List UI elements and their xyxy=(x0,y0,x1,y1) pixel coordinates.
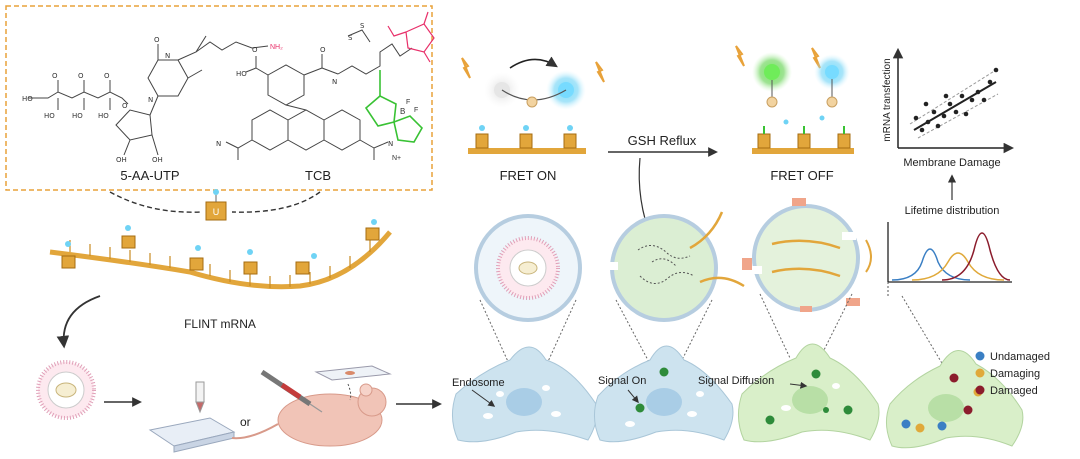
lifetime-distribution-plot xyxy=(887,222,1012,296)
legend-label-damaging: Damaging xyxy=(990,368,1040,380)
tcb-molecule xyxy=(225,29,413,160)
nh2-label: NH₂ xyxy=(270,44,283,51)
svg-text:N: N xyxy=(216,140,221,148)
endosome-circle-3 xyxy=(742,198,872,312)
endosome-circle-1 xyxy=(474,214,582,322)
signal-on-pointer xyxy=(627,389,639,404)
svg-text:N: N xyxy=(388,140,393,148)
mrna-bases xyxy=(69,240,371,288)
fret-off-label: FRET OFF xyxy=(770,168,833,183)
legend: Undamaged Damaging Damaged xyxy=(975,351,1050,397)
legend-marker-damaging xyxy=(975,368,985,378)
signal-on-label: Signal On xyxy=(598,375,646,387)
svg-text:O: O xyxy=(122,102,128,110)
legend-marker-undamaged xyxy=(975,351,985,361)
mrna-strand xyxy=(49,230,392,290)
svg-text:OH: OH xyxy=(116,156,127,164)
tissue-sample xyxy=(345,371,355,375)
tcb-label: TCB xyxy=(305,168,331,183)
n-plus-label: N+ xyxy=(392,155,401,162)
svg-text:O: O xyxy=(104,72,110,80)
svg-text:O: O xyxy=(320,46,326,54)
svg-text:O: O xyxy=(154,36,160,44)
endosome-pointer xyxy=(471,389,496,407)
svg-text:O: O xyxy=(252,46,258,54)
tube xyxy=(195,381,205,414)
svg-text:HO: HO xyxy=(98,112,109,120)
legend-marker-damaged xyxy=(975,385,985,395)
arrow-to-lnp xyxy=(56,295,101,349)
svg-text:HO: HO xyxy=(72,112,83,120)
svg-text:HO: HO xyxy=(22,95,33,103)
cell-3 xyxy=(738,343,880,443)
syringe xyxy=(260,369,323,413)
svg-text:O: O xyxy=(78,72,84,80)
bodipy-dye xyxy=(364,70,423,143)
cell-2 xyxy=(594,345,734,443)
fluoro-label-2: F xyxy=(414,107,418,114)
svg-text:N: N xyxy=(148,96,153,104)
lifetime-label: Lifetime distribution xyxy=(905,205,1000,217)
dashed-connector-left xyxy=(109,191,201,213)
mouse xyxy=(231,383,387,447)
svg-text:N: N xyxy=(332,78,337,86)
fret-off-panel xyxy=(735,45,854,154)
svg-text:N: N xyxy=(165,52,170,60)
dashed-connector-right xyxy=(231,191,321,213)
molecule-box xyxy=(5,5,433,191)
utp-label: 5-AA-UTP xyxy=(120,168,179,183)
fret-on-label: FRET ON xyxy=(500,168,557,183)
zoom-lines xyxy=(479,293,947,371)
svg-text:S: S xyxy=(360,22,365,30)
well-plate xyxy=(148,417,236,453)
cell-1 xyxy=(452,346,598,443)
svg-text:OH: OH xyxy=(152,156,163,164)
signal-diffusion-label: Signal Diffusion xyxy=(698,375,774,387)
fluoro-label-1: F xyxy=(406,99,410,106)
scatter-plot xyxy=(892,47,1015,154)
legend-label-damaged: Damaged xyxy=(990,385,1038,397)
scatter-xlabel: Membrane Damage xyxy=(903,157,1000,169)
cell-4 xyxy=(886,350,1024,449)
nucleotide-letter: U xyxy=(213,207,220,217)
dashed-slide-link xyxy=(347,383,352,401)
endosome-label: Endosome xyxy=(452,377,505,389)
signal-diffusion-pointer xyxy=(789,381,808,389)
mrna-label: FLINT mRNA xyxy=(184,317,256,331)
nhs-ester xyxy=(387,11,435,63)
nucleotide-icon: U xyxy=(205,189,227,221)
utp-molecule xyxy=(28,35,269,156)
fret-on-panel xyxy=(461,56,605,154)
or-label: or xyxy=(240,415,251,429)
boron-label: B xyxy=(400,107,405,116)
tcb-atom-labels: HO O O N SS N N xyxy=(216,22,393,148)
svg-text:HO: HO xyxy=(236,70,247,78)
gsh-label: GSH Reflux xyxy=(628,133,697,148)
mrna-labeled-nucleotides xyxy=(61,219,380,275)
scatter-ylabel: mRNA transfection xyxy=(882,58,893,141)
svg-text:HO: HO xyxy=(44,112,55,120)
endosome-circle-2 xyxy=(608,211,745,322)
svg-text:S: S xyxy=(348,34,353,42)
lnp-particle xyxy=(36,360,96,420)
legend-label-undamaged: Undamaged xyxy=(990,351,1050,363)
svg-text:O: O xyxy=(52,72,58,80)
